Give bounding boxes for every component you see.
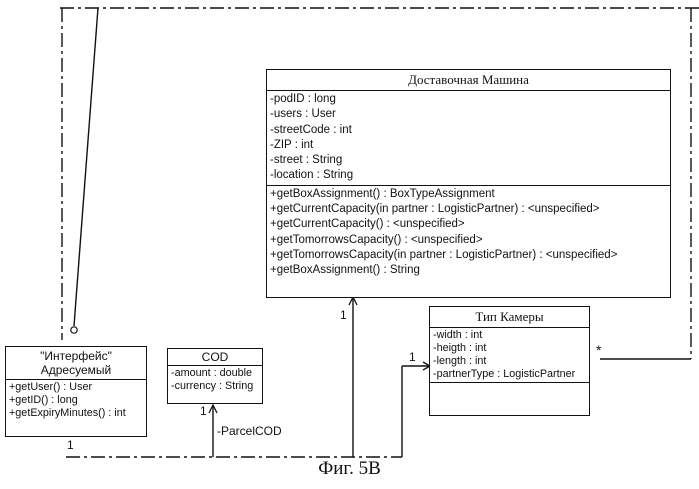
operation: +getUser() : User: [9, 381, 143, 394]
multiplicity-camera-star: *: [596, 342, 601, 358]
cod-title: COD: [168, 349, 262, 365]
figure-caption: Фиг. 5В: [0, 458, 699, 480]
camera-type-operations: [430, 382, 589, 407]
attribute: -location : String: [270, 168, 667, 183]
class-camera-type: Тип Камеры -width : int -heigth : int -l…: [429, 306, 590, 416]
attribute: -partnerType : LogisticPartner: [433, 368, 586, 381]
operation: +getCurrentCapacity() : <unspecified>: [270, 217, 667, 232]
role-parcel-cod: -ParcelCOD: [217, 424, 282, 438]
operation: +getCurrentCapacity(in partner : Logisti…: [270, 202, 667, 217]
delivery-machine-operations: +getBoxAssignment() : BoxTypeAssignment …: [267, 185, 670, 280]
multiplicity-machine: 1: [340, 308, 347, 322]
attribute: -currency : String: [171, 380, 259, 393]
camera-type-attributes: -width : int -heigth : int -length : int…: [430, 327, 589, 382]
delivery-machine-title: Доставочная Машина: [267, 70, 670, 90]
operation: +getTomorrowsCapacity(in partner : Logis…: [270, 248, 667, 263]
attribute: -podID : long: [270, 92, 667, 107]
attribute: -ZIP : int: [270, 138, 667, 153]
interface-header: "Интерфейс" Адресуемый: [6, 347, 146, 379]
class-addressable-interface: "Интерфейс" Адресуемый +getUser() : User…: [5, 346, 147, 437]
camera-type-title: Тип Камеры: [430, 307, 589, 327]
delivery-machine-attributes: -podID : long -users : User -streetCode …: [267, 90, 670, 185]
operation: +getExpiryMinutes() : int: [9, 407, 143, 420]
attribute: -heigth : int: [433, 342, 586, 355]
attribute: -street : String: [270, 153, 667, 168]
multiplicity-interface: 1: [67, 438, 74, 452]
attribute: -users : User: [270, 107, 667, 122]
left-connector-slant: [74, 8, 98, 326]
class-delivery-machine: Доставочная Машина -podID : long -users …: [266, 69, 671, 298]
multiplicity-camera: 1: [409, 350, 416, 364]
operation: +getID() : long: [9, 394, 143, 407]
attribute: -width : int: [433, 329, 586, 342]
attribute: -streetCode : int: [270, 123, 667, 138]
operation: +getBoxAssignment() : String: [270, 263, 667, 278]
interface-stereotype: "Интерфейс": [8, 349, 144, 363]
class-cod: COD -amount : double -currency : String: [167, 348, 263, 404]
multiplicity-cod: 1: [200, 404, 207, 418]
interface-circle: [71, 327, 77, 333]
operation: +getTomorrowsCapacity() : <unspecified>: [270, 233, 667, 248]
attribute: -amount : double: [171, 367, 259, 380]
interface-title: Адресуемый: [8, 363, 144, 377]
cod-attributes: -amount : double -currency : String: [168, 365, 262, 394]
attribute: -length : int: [433, 355, 586, 368]
operation: +getBoxAssignment() : BoxTypeAssignment: [270, 187, 667, 202]
interface-operations: +getUser() : User +getID() : long +getEx…: [6, 379, 146, 421]
